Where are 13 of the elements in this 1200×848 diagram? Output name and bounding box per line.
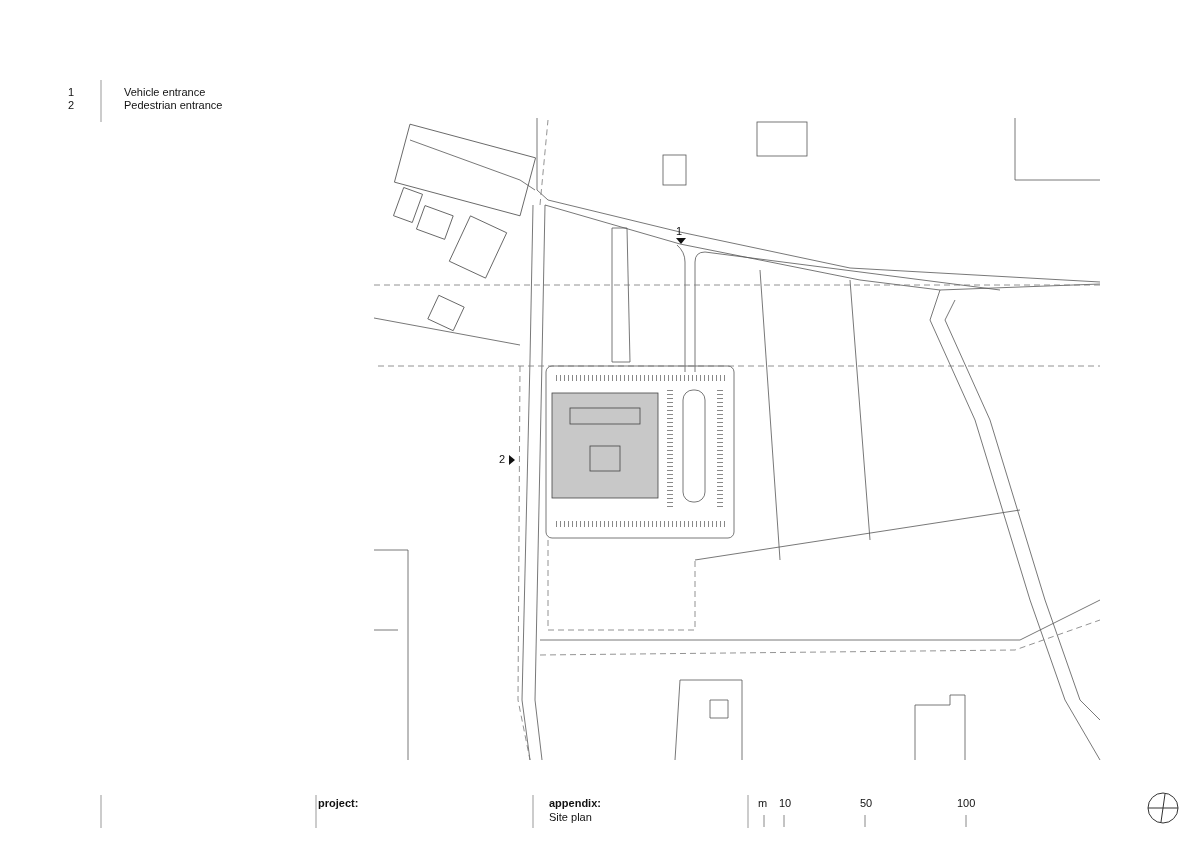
legend-text: Vehicle entrance [124, 86, 206, 99]
legend-text: Pedestrian entrance [124, 99, 223, 112]
field-label: appendix: [549, 797, 601, 810]
legend-number: 2 [68, 99, 75, 112]
field-label: project: [318, 797, 359, 810]
scale-value: 50 [860, 797, 873, 810]
scale-value: 10 [779, 797, 792, 810]
legend-number: 1 [68, 86, 75, 99]
callout-number: 1 [676, 225, 683, 238]
scale-value: 100 [957, 797, 976, 810]
callout-number: 2 [499, 453, 506, 466]
scale-unit: m [758, 797, 768, 810]
field-value: Site plan [549, 811, 592, 824]
